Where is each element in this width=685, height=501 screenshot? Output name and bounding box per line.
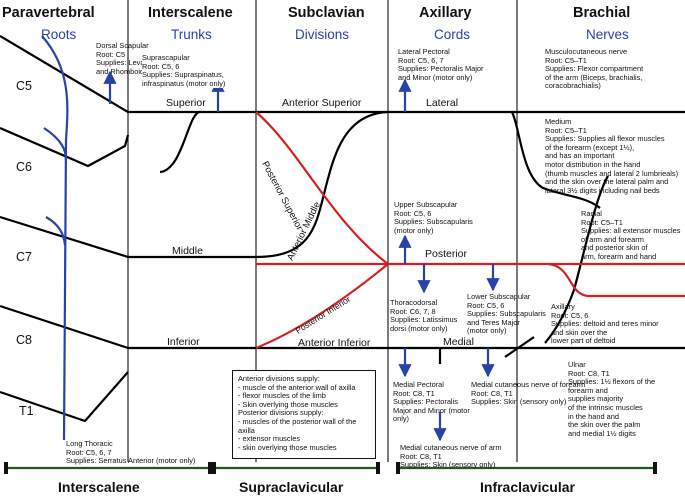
anterior-middle-division [255,110,389,259]
long-thoracic-c6-branch [43,127,68,161]
root-t1-line [0,371,129,423]
root-label-c6: C6 [16,160,32,174]
note-long-thoracic: Long Thoracic Root: C5, 6, 7 Supplies: S… [66,439,196,466]
region-label-supraclavicular: Supraclavicular [239,479,344,495]
note-ulnar: Ulnar Root: C8, T1 Supplies: 1½ flexors … [568,360,656,438]
cord-label-medial: Medial [443,336,474,348]
divisions-legend-box: Anterior divisions supply: - muscle of t… [232,370,376,459]
region-label-infraclavicular: Infraclavicular [480,479,575,495]
root-c6-line [0,126,130,168]
root-label-c5: C5 [16,79,32,93]
posterior-inferior-division [255,263,389,350]
note-radial: Radial Root: C5–T1 Supplies: all extenso… [581,209,681,261]
header-paravertebral: Paravertebral [2,5,95,21]
region-bar-ends [4,462,657,474]
note-axillary: Axillary Root: C5, 6 Supplies: deltoid a… [551,302,659,346]
trunk-label-superior: Superior [166,97,206,109]
long-thoracic-c7-branch [45,216,67,246]
note-suprascapular: Suprascapular Root: C5, 6 Supplies: Supr… [142,53,254,89]
c6-join-line [159,110,201,174]
note-median: Medium Root: C5–T1 Supplies: Supplies al… [545,117,679,195]
header-axillary: Axillary [419,5,472,21]
root-label-t1: T1 [19,404,34,418]
division-label-anterior-inferior: Anterior Inferior [298,337,371,349]
trunk-label-inferior: Inferior [167,336,200,348]
ulnar-link-line [504,336,535,358]
note-medial-cut-arm: Medial cutaneous nerve of arm Root: C8, … [400,443,502,470]
cord-label-posterior: Posterior [425,248,468,260]
subheader-trunks: Trunks [171,27,212,42]
cord-label-lateral: Lateral [426,97,459,109]
subheader-cords: Cords [434,27,471,42]
root-label-c8: C8 [16,333,32,347]
note-thoracodorsal: Thoracodorsal Root: C6, 7, 8 Supplies: L… [390,298,458,333]
trunk-label-middle: Middle [172,245,203,257]
note-musculocutaneous: Musculocutaneous nerve Root: C5–T1 Suppl… [545,47,644,91]
note-medial-pectoral: Medial Pectoral Root: C8, T1 Supplies: P… [393,380,470,424]
header-subclavian: Subclavian [288,5,365,21]
posterior-cord-line [388,262,685,298]
note-upper-subscapular: Upper Subscapular Root: C5, 6 Supplies: … [394,200,473,235]
header-brachial: Brachial [573,5,631,21]
header-interscalene: Interscalene [148,5,233,21]
median-lateral-root [511,111,601,209]
subheader-roots: Roots [41,27,77,42]
posterior-superior-division [255,111,389,265]
note-lateral-pectoral: Lateral Pectoral Root: C5, 6, 7 Supplies… [398,47,484,82]
subheader-nerves: Nerves [586,27,629,42]
note-medial-cut-forearm: Medial cutaneous nerve of forearm Root: … [471,380,586,407]
radial-nerve-line [544,175,609,344]
region-label-interscalene: Interscalene [58,479,140,495]
division-label-anterior-superior: Anterior Superior [282,97,362,109]
note-lower-subscapular: Lower Subscapular Root: C5, 6 Supplies: … [467,292,546,336]
root-label-c7: C7 [16,250,32,264]
long-thoracic-nerve [41,35,69,441]
subheader-divisions: Divisions [295,27,350,42]
